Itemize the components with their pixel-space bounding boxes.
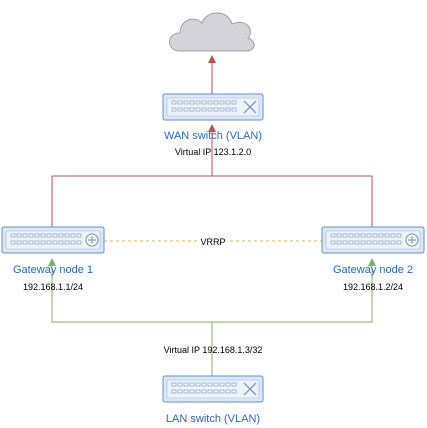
network-switch-icon — [162, 93, 264, 121]
lan-links — [48, 258, 376, 376]
lan-gateway1-connector — [48, 258, 213, 376]
gateway1-ip-label: 192.168.1.1/24 — [22, 282, 84, 292]
lan-switch-label: LAN switch (VLAN) — [165, 413, 261, 425]
gateway1-device[interactable] — [1, 226, 105, 254]
wan-virtual-ip-label: Virtual IP 123.1.2.0 — [174, 147, 252, 157]
gateway2-ip-label: 192.168.1.2/24 — [342, 282, 404, 292]
router-icon — [321, 226, 425, 254]
vrrp-label: VRRP — [198, 236, 228, 248]
router-arrows-icon — [85, 233, 99, 247]
gateway2-label: Gateway node 2 — [332, 264, 414, 276]
lan-gateway2-connector — [212, 258, 376, 323]
lan-virtual-ip-label: Virtual IP 192.168.1.3/32 — [163, 345, 263, 355]
gateway2-device[interactable] — [321, 226, 425, 254]
router-arrows-icon — [405, 233, 419, 247]
gateway2-wan-connector — [212, 175, 373, 227]
cloud-icon — [169, 12, 255, 52]
wan-links — [51, 55, 373, 227]
wan-switch-label: WAN switch (VLAN) — [164, 130, 262, 142]
switch-arrows-icon — [243, 382, 257, 396]
lan-switch-device[interactable] — [162, 375, 264, 403]
switch-arrows-icon — [243, 100, 257, 114]
network-switch-icon — [162, 375, 264, 403]
wan-switch-device[interactable] — [162, 93, 264, 121]
router-icon — [1, 226, 105, 254]
gateway1-label: Gateway node 1 — [12, 264, 94, 276]
gateway1-wan-connector — [51, 124, 216, 227]
